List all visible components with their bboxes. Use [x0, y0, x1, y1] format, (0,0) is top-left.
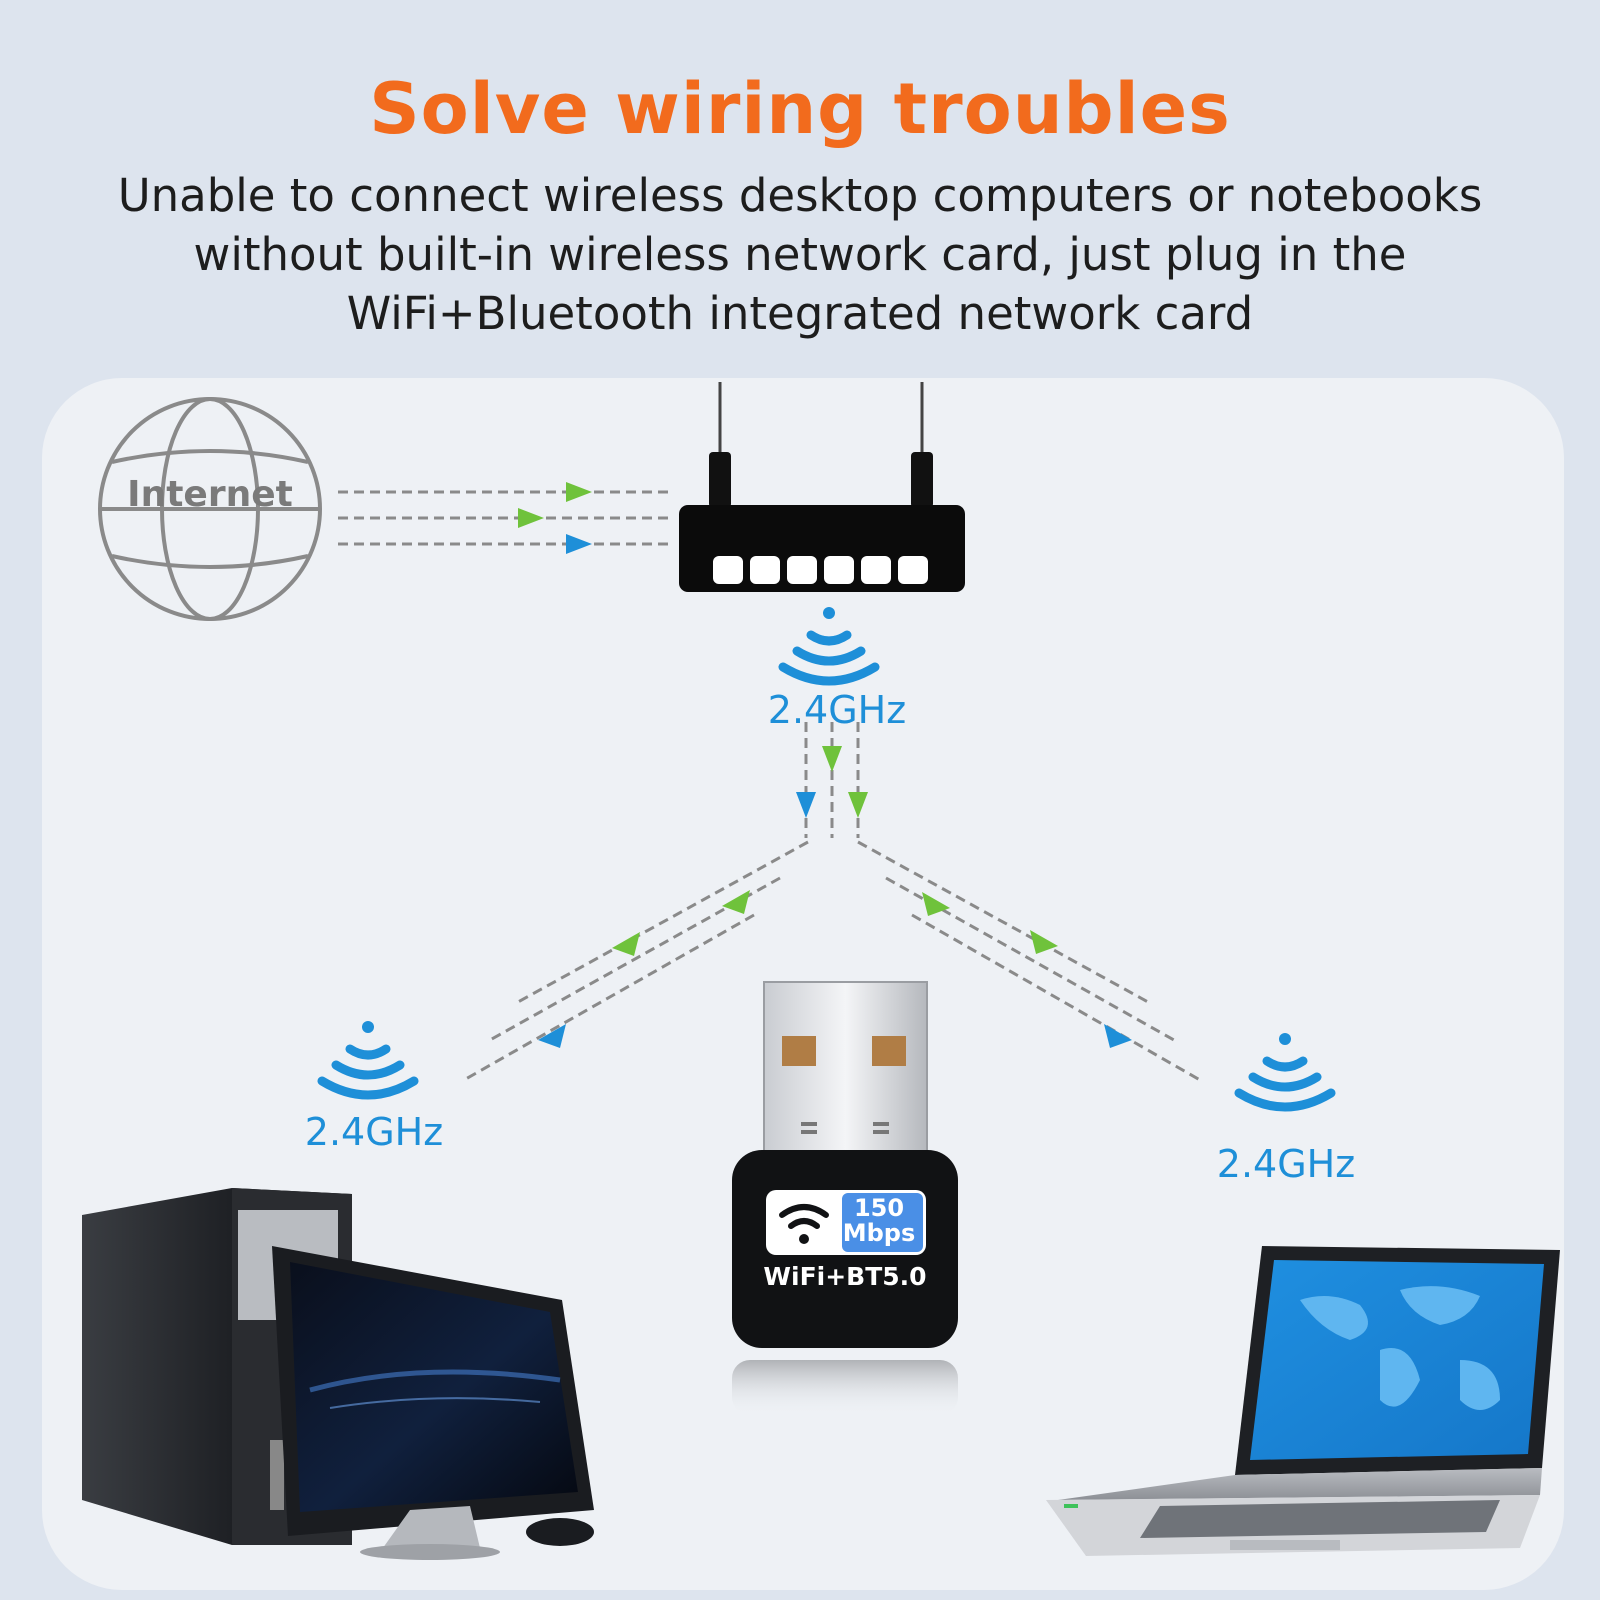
- arrow-diag-green: [1030, 930, 1058, 954]
- arrow-diag-blue: [1104, 1024, 1132, 1048]
- router-down-links: [804, 722, 860, 838]
- description-line-3: WiFi+Bluetooth integrated network card: [346, 287, 1254, 340]
- wifi-signal-icon: [778, 607, 880, 686]
- internet-label: Internet: [127, 474, 293, 515]
- adapter-label: WiFi+BT5.0: [763, 1262, 927, 1291]
- page-title: Solve wiring troubles: [369, 68, 1231, 150]
- arrow-right-green: [566, 482, 592, 502]
- arrow-right-blue: [566, 534, 592, 554]
- arrow-down-blue: [796, 792, 816, 818]
- arrow-right-green: [518, 508, 544, 528]
- arrow-diag-green: [922, 892, 950, 916]
- arrow-diag-blue: [538, 1024, 566, 1048]
- description: Unable to connect wireless desktop compu…: [60, 166, 1540, 343]
- adapter-speed-value: 150: [853, 1194, 905, 1222]
- globe-icon: [98, 397, 322, 621]
- laptop-frequency-label: 2.4GHz: [1216, 1142, 1356, 1186]
- description-line-1: Unable to connect wireless desktop compu…: [117, 169, 1483, 222]
- arrow-down-green: [848, 792, 868, 818]
- router-frequency-label: 2.4GHz: [767, 688, 907, 732]
- wifi-signal-icon: [317, 1021, 419, 1100]
- internet-router-links: [338, 490, 668, 546]
- arrow-diag-green: [612, 932, 640, 956]
- wifi-signal-icon: [1234, 1033, 1336, 1112]
- arrow-down-green: [822, 746, 842, 772]
- desktop-frequency-label: 2.4GHz: [304, 1110, 444, 1154]
- usb-adapter-icon: [732, 981, 958, 1415]
- desktop-computer-icon: [82, 1188, 594, 1560]
- router-icon: [679, 382, 965, 592]
- router-desktop-links: [463, 840, 809, 1082]
- laptop-icon: [1046, 1246, 1560, 1556]
- adapter-speed-unit: Mbps: [842, 1219, 916, 1247]
- adapter-speed: 150 Mbps: [834, 1196, 924, 1246]
- description-line-2: without built-in wireless network card, …: [193, 228, 1407, 281]
- arrow-diag-green: [722, 890, 750, 914]
